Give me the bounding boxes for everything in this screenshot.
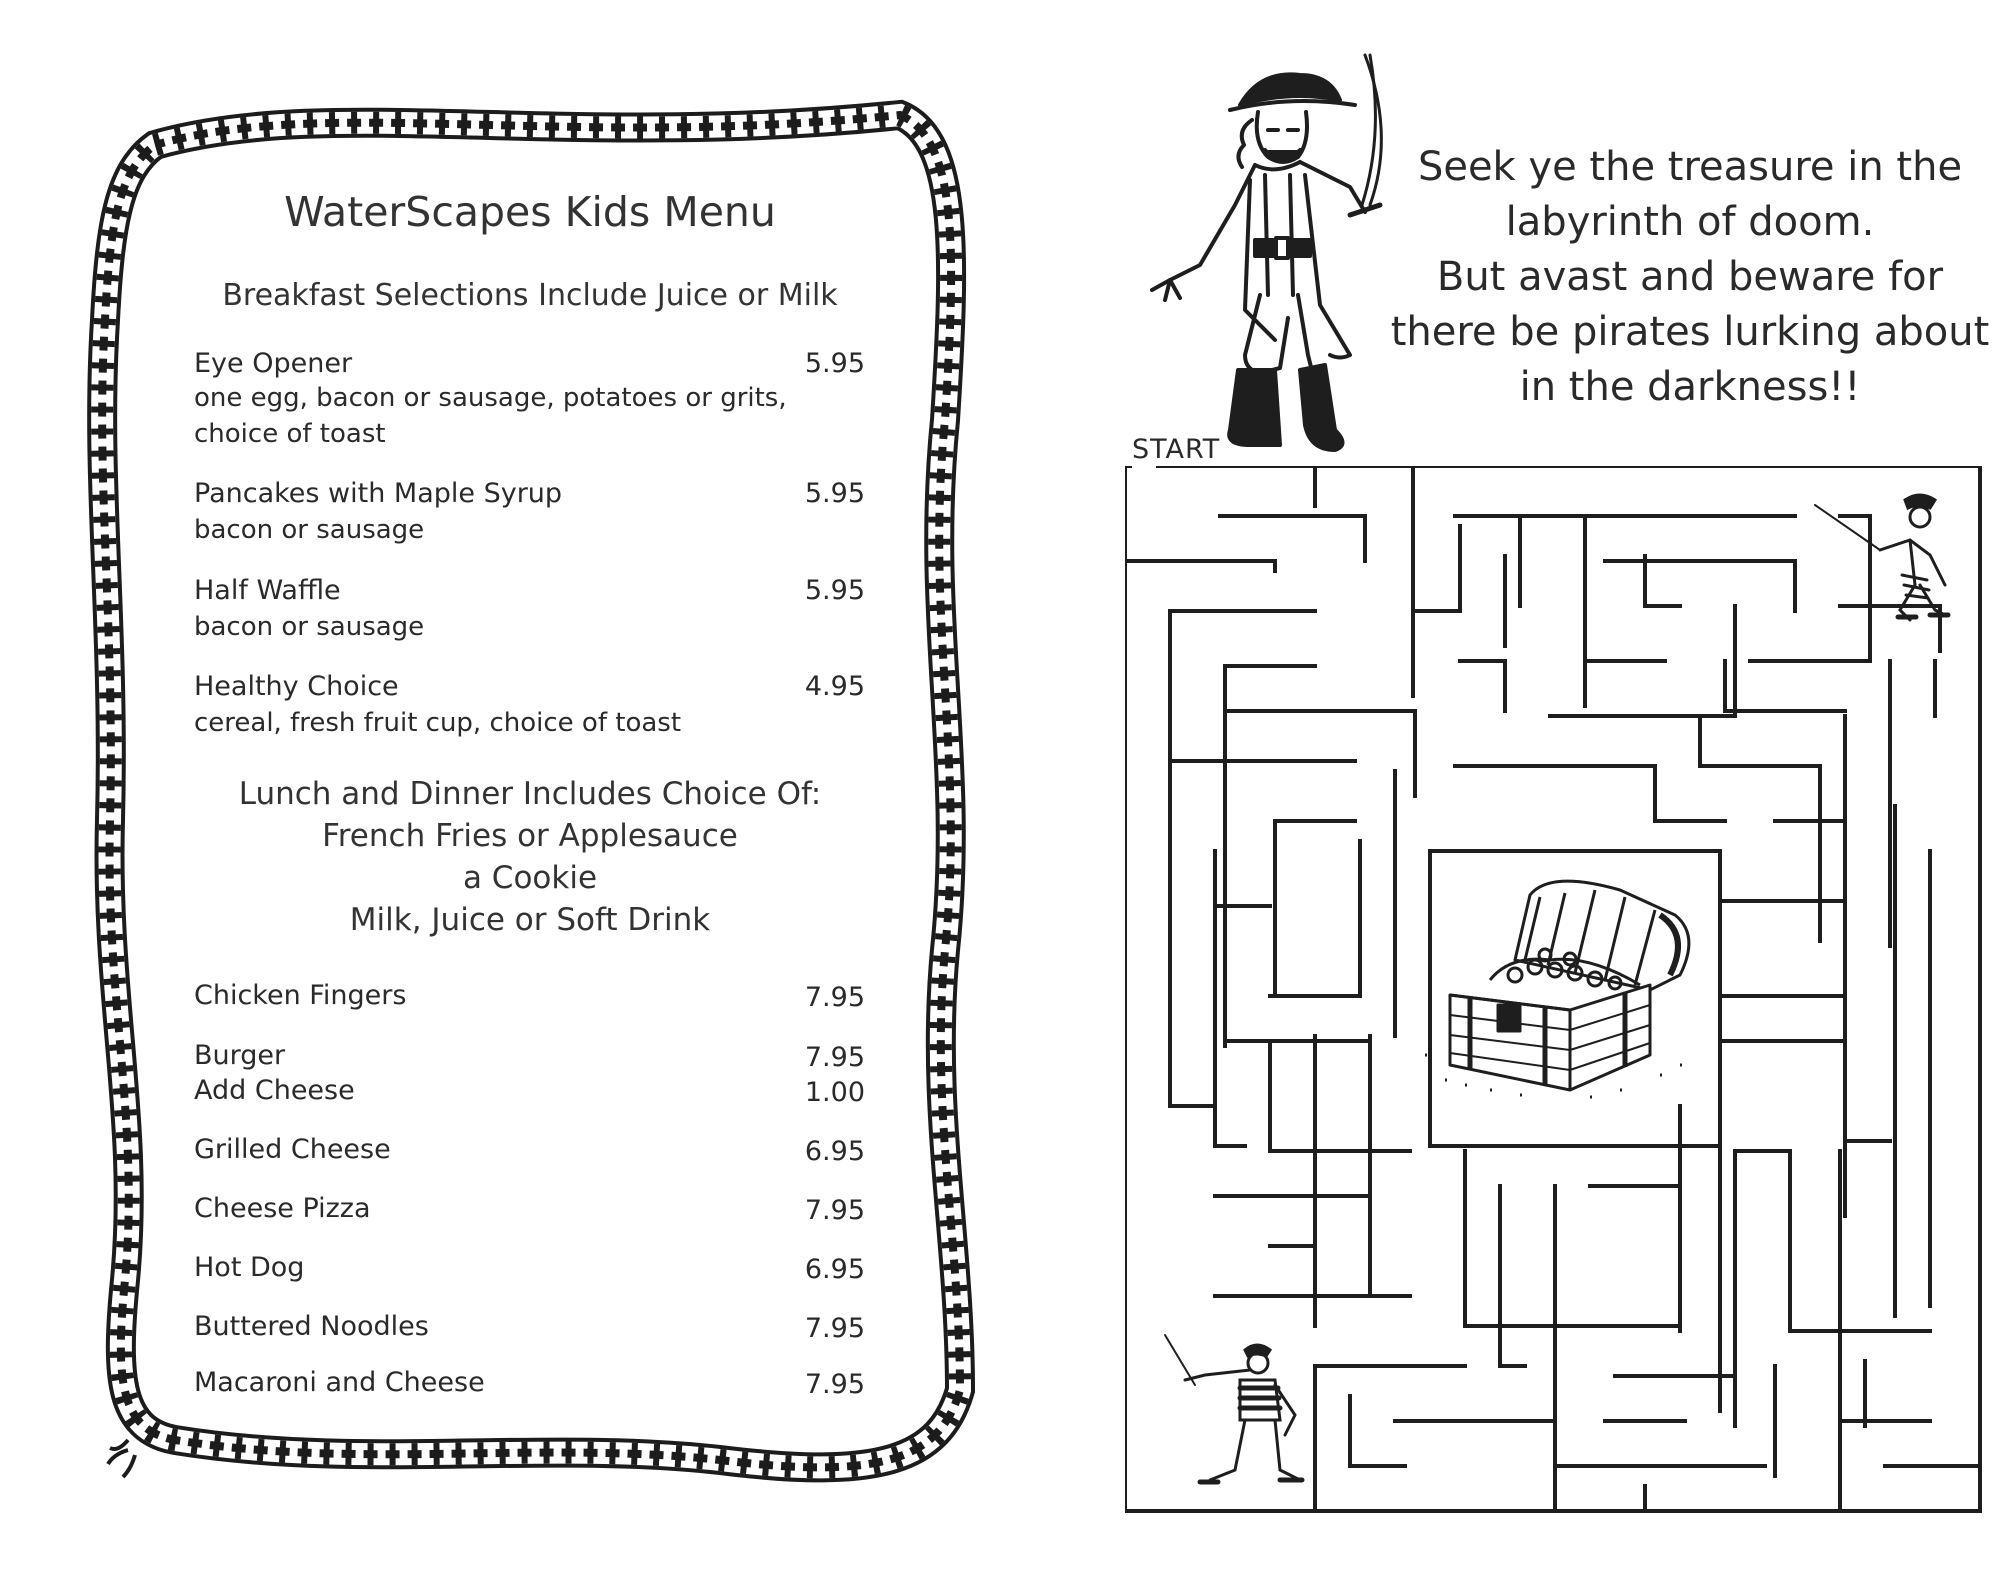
- lunch-heading-line: a Cookie: [462, 860, 598, 896]
- item-price: 5.95: [804, 575, 865, 606]
- item-price: 7.95: [804, 1042, 865, 1073]
- item-name: Healthy Choice: [194, 671, 399, 702]
- pirate-sword-icon: [1164, 1334, 1305, 1485]
- item-price: 1.00: [804, 1077, 865, 1108]
- item-name: Half Waffle: [194, 575, 341, 606]
- item-price: 6.95: [804, 1136, 865, 1167]
- item-name: Cheese Pizza: [194, 1193, 371, 1224]
- item-price: 7.95: [804, 1313, 865, 1344]
- item-name: Macaroni and Cheese: [194, 1367, 485, 1398]
- item-description: one egg, bacon or sausage, potatoes or g…: [194, 383, 787, 449]
- treasure-chest-icon: [1425, 879, 1691, 1099]
- item-description: cereal, fresh fruit cup, choice of toast: [194, 708, 682, 738]
- menu-title: WaterScapes Kids Menu: [284, 188, 776, 236]
- item-name: Pancakes with Maple Syrup: [194, 478, 563, 509]
- item-price: 7.95: [804, 1195, 865, 1226]
- maze-intro-line: labyrinth of doom.: [1505, 199, 1875, 245]
- pirate-captain-icon: [1150, 53, 1383, 452]
- item-price: 7.95: [804, 1369, 865, 1400]
- item-price: 5.95: [804, 478, 865, 509]
- item-name: Add Cheese: [194, 1075, 355, 1106]
- breakfast-heading: Breakfast Selections Include Juice or Mi…: [222, 278, 838, 313]
- item-price: 5.95: [804, 348, 865, 379]
- rope-border-icon: [0, 0, 1000, 1594]
- maze-intro-line: in the darkness!!: [1519, 364, 1861, 410]
- item-name: Hot Dog: [194, 1252, 305, 1283]
- maze[interactable]: [1125, 466, 1985, 1516]
- kids-menu: WaterScapes Kids Menu Breakfast Selectio…: [190, 0, 870, 1594]
- lunch-heading-line: Lunch and Dinner Includes Choice Of:: [238, 776, 822, 812]
- lunch-heading: Lunch and Dinner Includes Choice Of: Fre…: [190, 773, 870, 941]
- lunch-heading-line: French Fries or Applesauce: [322, 818, 738, 854]
- maze-start-label: START: [1132, 434, 1221, 465]
- item-name: Grilled Cheese: [194, 1134, 391, 1165]
- item-name: Chicken Fingers: [194, 980, 407, 1011]
- item-description: bacon or sausage: [194, 515, 425, 545]
- lunch-heading-line: Milk, Juice or Soft Drink: [349, 902, 711, 938]
- pirate-sword-icon: [1814, 493, 1951, 622]
- maze-intro-line: there be pirates lurking about: [1390, 309, 1990, 355]
- maze-intro-line: Seek ye the treasure in the: [1417, 144, 1963, 190]
- item-price: 6.95: [804, 1254, 865, 1285]
- maze-intro-line: But avast and beware for: [1436, 254, 1944, 300]
- maze-intro: Seek ye the treasure in the labyrinth of…: [1370, 140, 2000, 415]
- item-price: 4.95: [804, 671, 865, 702]
- item-price: 7.95: [804, 982, 865, 1013]
- item-name: Buttered Noodles: [194, 1311, 429, 1342]
- item-name: Burger: [194, 1040, 286, 1071]
- item-name: Eye Opener: [194, 348, 353, 379]
- item-description: bacon or sausage: [194, 612, 425, 642]
